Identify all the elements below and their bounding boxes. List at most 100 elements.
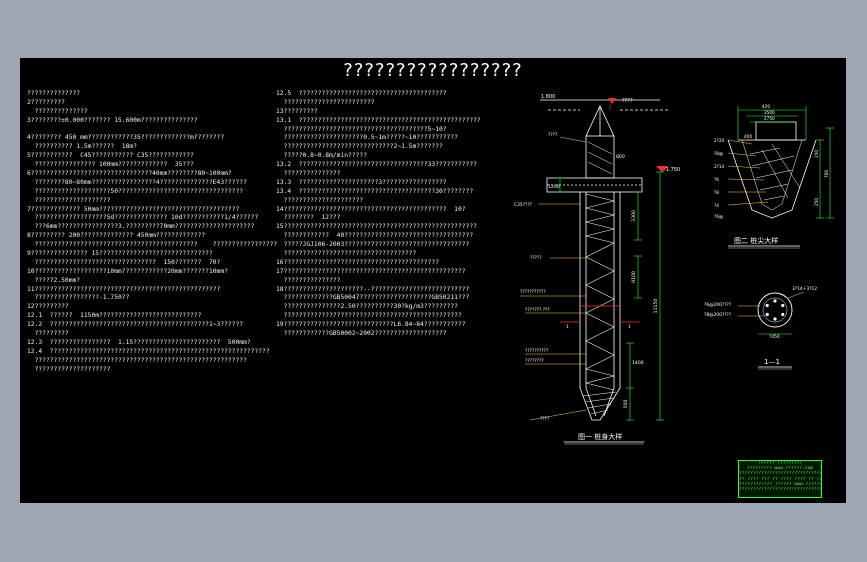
fig2-caption-group: 图二 桩尖大样 — [728, 236, 800, 249]
sec-caption-group: 1—1 — [758, 358, 792, 370]
section-1-1 — [757, 292, 793, 328]
tip-leader-lines — [727, 139, 769, 206]
notes-column-left: ??????????????2????????? ??????????????3… — [27, 90, 277, 375]
note-line: 16??????????????????????????????????????… — [276, 258, 440, 266]
note-line: ?????????????????????????????2~1.5m?????… — [276, 143, 443, 151]
note-line: 12.3 ???????????????? 1.15??????????????… — [27, 338, 251, 346]
leader-lines — [520, 136, 587, 421]
elev-top-label: 1.800 — [541, 94, 555, 100]
tip-dim-4: 150 — [814, 150, 819, 158]
cad-drawing: 1.800 ???? -1.750 11150 3300 — [514, 94, 834, 445]
note-line: ???????????????????????? — [276, 98, 375, 106]
spiral-segment — [585, 270, 615, 286]
tip-tag-2: ?8@ — [714, 151, 723, 156]
dim-c: 1400 — [632, 360, 644, 366]
dim-total: 11150 — [653, 299, 659, 314]
note-line: ????????????????????????????????????????… — [27, 241, 277, 249]
tb-line-4: ?? ???? ??? ?? ???? ???? ?? ??? — [739, 476, 821, 482]
note-line: 12.1 ?????? 1150m???????????????????????… — [27, 312, 202, 320]
pile-elevation — [540, 99, 670, 421]
spiral-segment — [585, 221, 615, 230]
note-line: ??????????????? — [276, 170, 341, 178]
note-line: ?????????????? — [27, 107, 88, 115]
spiral-segment — [585, 382, 615, 391]
note-line: 14??????????????????????????????????????… — [276, 205, 466, 213]
rebar-dot — [781, 312, 785, 317]
note-line: 18?????????????????????--???????????????… — [276, 285, 470, 293]
tag-7: ???? — [548, 132, 558, 138]
note-line: 13.2 ??????????????????????????????????3… — [276, 161, 477, 169]
notes-column-right: 12.5 ???????????????????????????????????… — [276, 90, 516, 339]
tip-dim-2: 3500 — [764, 110, 775, 115]
spiral-segment — [585, 326, 615, 342]
dimension-texts: 11150 3300 9100 1400 500 800 1200 — [548, 154, 659, 408]
note-line: ?????JGJ106-2003????????????????????????… — [276, 241, 470, 249]
rebar-dot — [765, 303, 769, 308]
fig1-caption-group: 图一 桩身大样 — [564, 432, 644, 445]
note-line: ??????????????? — [276, 276, 341, 284]
note-line: ???????????????????? — [27, 196, 111, 204]
section-mark-right: 1 — [628, 324, 631, 330]
rebar-dot — [773, 299, 777, 303]
note-line: 13????????? — [276, 107, 318, 115]
elev-natural-label: ???? — [622, 98, 633, 104]
tip-tag-5: ?8 — [714, 190, 719, 195]
dim-e: 800 — [616, 154, 625, 160]
tip-dimension-texts: 420 3500 2750 150 250 700 400 — [744, 104, 829, 206]
note-line: ????????????????????????????????????????… — [27, 356, 247, 364]
fig1-caption: 图一 桩身大样 — [578, 432, 622, 441]
tag-2: ????? — [530, 255, 542, 261]
section-mark-left: 1 — [566, 324, 569, 330]
fig2-caption: 图二 桩尖大样 — [734, 236, 778, 245]
page-title: ????????????????? — [343, 60, 523, 81]
tb-line-2: ????????? www.??????.com — [746, 466, 814, 472]
tip-tag-4: ?6 — [714, 177, 719, 182]
dim-b: 9100 — [631, 271, 637, 283]
tip-tag-1: 2?20 — [714, 138, 725, 143]
elevation-markers — [560, 98, 668, 323]
leader-texts: C35???? ????? ??????????? ??????? ??? ??… — [514, 132, 631, 422]
spiral-segment — [585, 375, 615, 384]
note-line: ???6mm????????????????3.?????????70mm???… — [27, 223, 255, 231]
spiral-segment — [585, 354, 615, 370]
spiral-segment — [585, 368, 615, 377]
tip-tag-6: ?4 — [714, 203, 719, 208]
note-line: ????????????????????????????????????????… — [276, 312, 462, 320]
note-line: ???????? 12??? — [276, 214, 341, 222]
pile-tip-detail — [727, 121, 817, 219]
spiral-segment — [585, 256, 615, 272]
tip-dim-1: 420 — [762, 104, 770, 109]
spiral-segment — [585, 242, 615, 258]
spiral-segment — [585, 235, 615, 244]
section-rebars — [765, 299, 785, 321]
note-line: ?????????????????-1.750?? — [27, 294, 130, 302]
dim-f: 1200 — [548, 184, 560, 190]
note-line: ??????????????????????????????????? — [276, 250, 417, 258]
spiral-segment — [585, 214, 615, 223]
note-line: ??????????????????????????????????????5~… — [276, 125, 447, 133]
note-line: ???????????????????5d?????????????? 10d?… — [27, 214, 259, 222]
tip-dim-3: 2750 — [764, 116, 775, 121]
spiral-segment — [585, 312, 615, 328]
note-line: 12.4 ???????????????????????????????????… — [27, 347, 270, 355]
section-texts: 3?14+3?12 ?6@200???? ?8@200???? ?450 — [704, 286, 817, 340]
note-line: 17??????????????????????????????????????… — [276, 267, 466, 275]
note-line: 13.4 ???????????????????????????????????… — [276, 187, 474, 195]
note-line: 11??????????????????????????????????????… — [27, 285, 221, 293]
tag-5: ?????????? — [525, 348, 549, 354]
note-line: ?????????? 1.5m?????? 18m? — [27, 143, 137, 151]
note-line: ????????????????????50??????????????????… — [27, 187, 244, 195]
note-line: 12.5 ???????????????????????????????????… — [276, 90, 447, 97]
note-line: 13.3 ?????????????????????3?????????????… — [276, 178, 447, 186]
note-line: 7????????????? 50mm?????????????????????… — [27, 205, 240, 213]
spiral-segment — [585, 207, 615, 216]
note-line: 10???????????????????10mm????????????20m… — [27, 267, 228, 275]
tip-leader-texts: 2?20 ?8@ 2?14 ?6 ?8 ?4 ?6@ — [714, 138, 725, 219]
note-line: ?????????????? — [27, 90, 81, 97]
tip-dim-7: 400 — [744, 134, 752, 139]
sec-caption: 1—1 — [764, 358, 780, 366]
note-line: ????????80~80mm?????????????????4???????… — [27, 178, 247, 186]
note-line: 13.1 ???????????????????????????????????… — [276, 116, 481, 124]
note-line: ????????????????????? — [276, 196, 364, 204]
tag-4: ??????? ??? — [525, 307, 550, 313]
